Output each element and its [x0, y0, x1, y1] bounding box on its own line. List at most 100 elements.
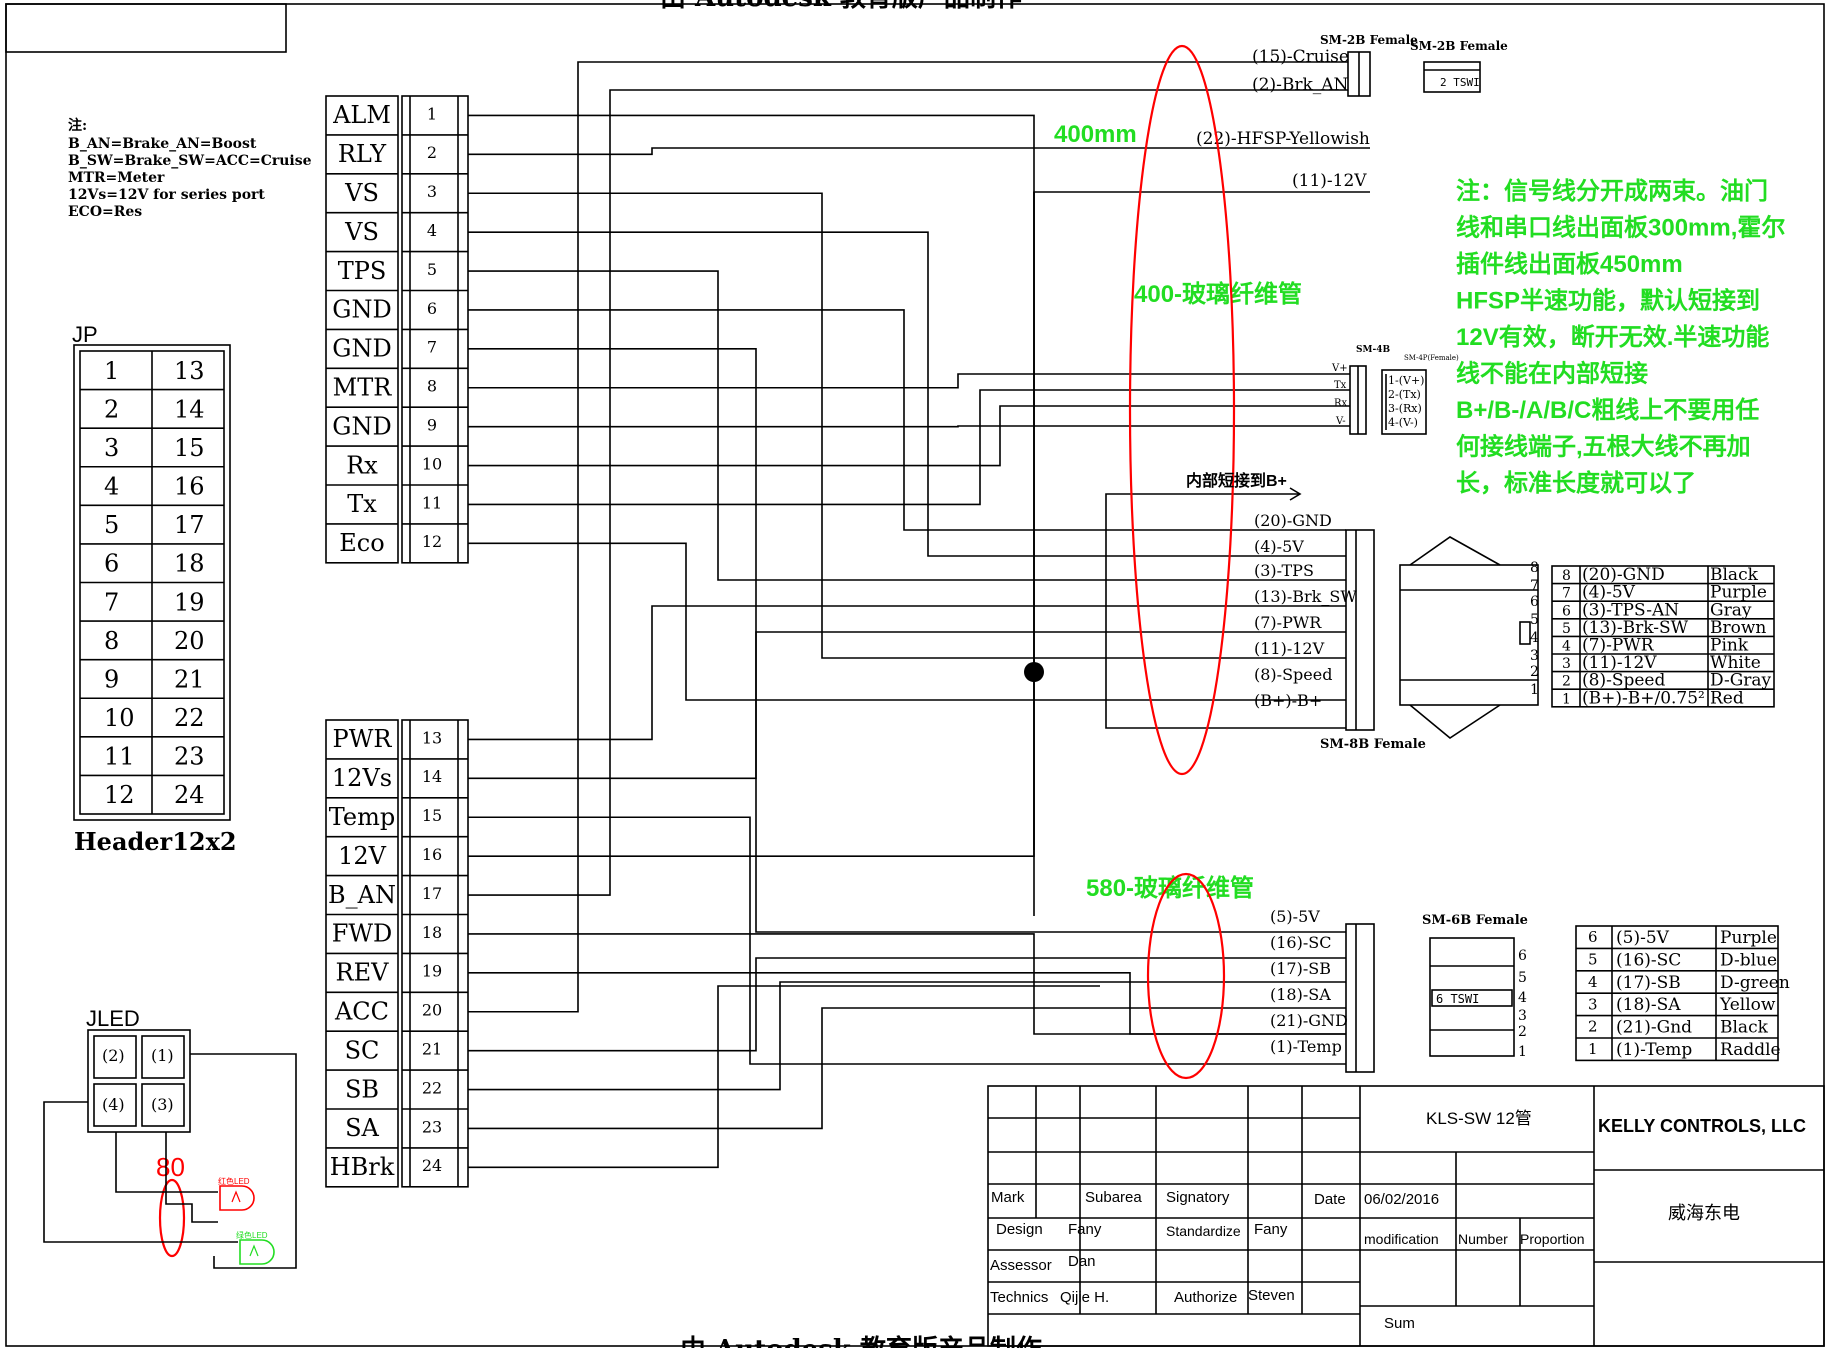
- table-pin-number: 6: [1562, 603, 1571, 619]
- table-pin-number: 3: [1562, 656, 1571, 672]
- sm8b-plug-pin: 6: [1530, 594, 1539, 610]
- connector-pin-number: 7: [427, 338, 437, 357]
- connector-pin-label: 12V: [338, 842, 387, 870]
- wire-path: [468, 89, 1348, 896]
- connector-pin-number: 21: [422, 1040, 442, 1059]
- jp-pin-number: 13: [174, 357, 205, 385]
- green-note-line: 线和串口线出面板300mm,霍尔: [1456, 214, 1785, 242]
- table-signal: (13)-Brk-SW: [1582, 618, 1689, 638]
- connector-pin-number: 13: [422, 728, 442, 747]
- table-signal: (11)-12V: [1582, 653, 1657, 673]
- led-length-label: 80: [156, 1152, 185, 1182]
- table-wire-color: D-green: [1720, 973, 1790, 993]
- table-signal: (7)-PWR: [1582, 635, 1655, 655]
- notes-line: ECO=Res: [68, 204, 142, 220]
- wire-path: [468, 1007, 1346, 1130]
- table-signal: (8)-Speed: [1582, 671, 1665, 691]
- connector-pin-number: 9: [427, 416, 437, 435]
- green-note-line: B+/B-/A/B/C粗线上不要用任: [1456, 396, 1759, 424]
- table-wire-color: Pink: [1710, 635, 1749, 655]
- sm4b-pin-label: 3-(Rx): [1388, 402, 1422, 415]
- table-wire-color: Black: [1720, 1018, 1769, 1038]
- proportion-label: Proportion: [1520, 1231, 1585, 1247]
- jp-caption: Header12x2: [74, 827, 237, 856]
- sm8b-wire-label: (3)-TPS: [1254, 561, 1314, 580]
- connector-pin-label: PWR: [333, 725, 393, 753]
- table-pin-number: 1: [1588, 1040, 1598, 1058]
- green-led-label: 绿色LED: [236, 1230, 268, 1240]
- sm6b-plug-pin: 6: [1518, 948, 1527, 964]
- connector-pin-number: 12: [422, 532, 442, 551]
- assessor-label: Assessor: [990, 1257, 1052, 1274]
- sm6b-title: SM-6B Female: [1422, 913, 1528, 928]
- jled-wire: [165, 1132, 218, 1223]
- table-pin-number: 1: [1562, 691, 1571, 707]
- sm8b-plug: [1399, 564, 1539, 706]
- sm6b-plug-pin: 1: [1518, 1044, 1527, 1060]
- connector-pin-label: Temp: [329, 803, 395, 831]
- table-pin-number: 6: [1588, 928, 1598, 946]
- table-wire-color: White: [1710, 653, 1761, 673]
- sm6b-wire-label: (18)-SA: [1270, 985, 1331, 1004]
- table-pin-number: 4: [1562, 638, 1571, 654]
- header-top-text: 由 Autodesk 教育版产品制作: [660, 0, 1022, 13]
- jp-pin-number: 10: [104, 704, 135, 732]
- jled-cell-label: (2): [102, 1046, 125, 1065]
- technics-name: Qijie H.: [1060, 1289, 1109, 1306]
- table-wire-color: Yellow: [1719, 995, 1776, 1015]
- connector-pin-label: B_AN: [328, 881, 396, 909]
- connector-pin-label: 12Vs: [332, 764, 392, 792]
- connector-pin-label: SA: [345, 1114, 379, 1142]
- sm8b-latch-top: [1409, 536, 1501, 566]
- title-block: KLS-SW 12管 KELLY CONTROLS, LLC 威海东电 Mark…: [987, 1085, 1825, 1347]
- jled-wire: [43, 1101, 238, 1243]
- wire-path: [468, 957, 1346, 1052]
- table-pin-number: 4: [1588, 973, 1598, 991]
- jp-pin-number: 22: [174, 704, 205, 732]
- tube-580-label: 580-玻璃纤维管: [1086, 874, 1254, 902]
- jp-pin-number: 17: [174, 511, 205, 539]
- sm6b-key: [1431, 989, 1513, 1007]
- green-note-line: 线不能在内部短接: [1456, 360, 1648, 388]
- connector-pin-label: Tx: [347, 490, 377, 518]
- connector-pin-label: TPS: [338, 257, 387, 285]
- jled-cell: [93, 1083, 137, 1127]
- table-signal: (3)-TPS-AN: [1582, 600, 1679, 620]
- wire-path: [468, 631, 1346, 780]
- sm8b-plug-pin: 7: [1530, 578, 1539, 594]
- notes-line: 12Vs=12V for series port: [68, 187, 265, 203]
- sm4b-pin-label: 2-(Tx): [1388, 388, 1421, 401]
- sm6b-plug: [1429, 937, 1515, 1057]
- red-led-label: 红色LED: [218, 1176, 250, 1186]
- sm8b-plug-pin: 5: [1530, 612, 1539, 628]
- title-block-border: [987, 1085, 1825, 1347]
- sm4b-title: SM-4B: [1356, 345, 1390, 355]
- sm6b-socket: [1345, 923, 1375, 1073]
- wire-path: [468, 192, 1346, 659]
- sum-label: Sum: [1384, 1315, 1415, 1332]
- wire-path: [468, 816, 1346, 1065]
- table-wire-color: D-Gray: [1710, 671, 1772, 691]
- connector-pin-number: 14: [422, 767, 442, 786]
- connector-pin-number: 6: [427, 299, 437, 318]
- connector-pin-number: 16: [422, 845, 442, 864]
- connector-pin-number: 24: [422, 1156, 442, 1175]
- jp-pin-number: 5: [104, 511, 119, 539]
- sm8b-plug-pin: 2: [1530, 664, 1539, 680]
- connector-pin-label: RLY: [338, 140, 387, 168]
- wire-path: [468, 373, 1350, 389]
- jled-cell-label: (4): [102, 1095, 125, 1114]
- jp-outer-border: [73, 344, 231, 821]
- table-signal: (B+)-B+/0.75²: [1582, 688, 1705, 708]
- date-label: Date: [1314, 1191, 1346, 1208]
- sm2b-plug-text: 2 TSWI: [1440, 76, 1480, 89]
- table-wire-color: Purple: [1710, 583, 1767, 603]
- sm4b-side-label: V-: [1335, 416, 1346, 427]
- connector-pin-label: FWD: [332, 920, 393, 948]
- sm8b-socket: [1345, 529, 1375, 731]
- connector-pin-label: ALM: [332, 101, 391, 129]
- table-signal: (21)-Gnd: [1616, 1018, 1692, 1038]
